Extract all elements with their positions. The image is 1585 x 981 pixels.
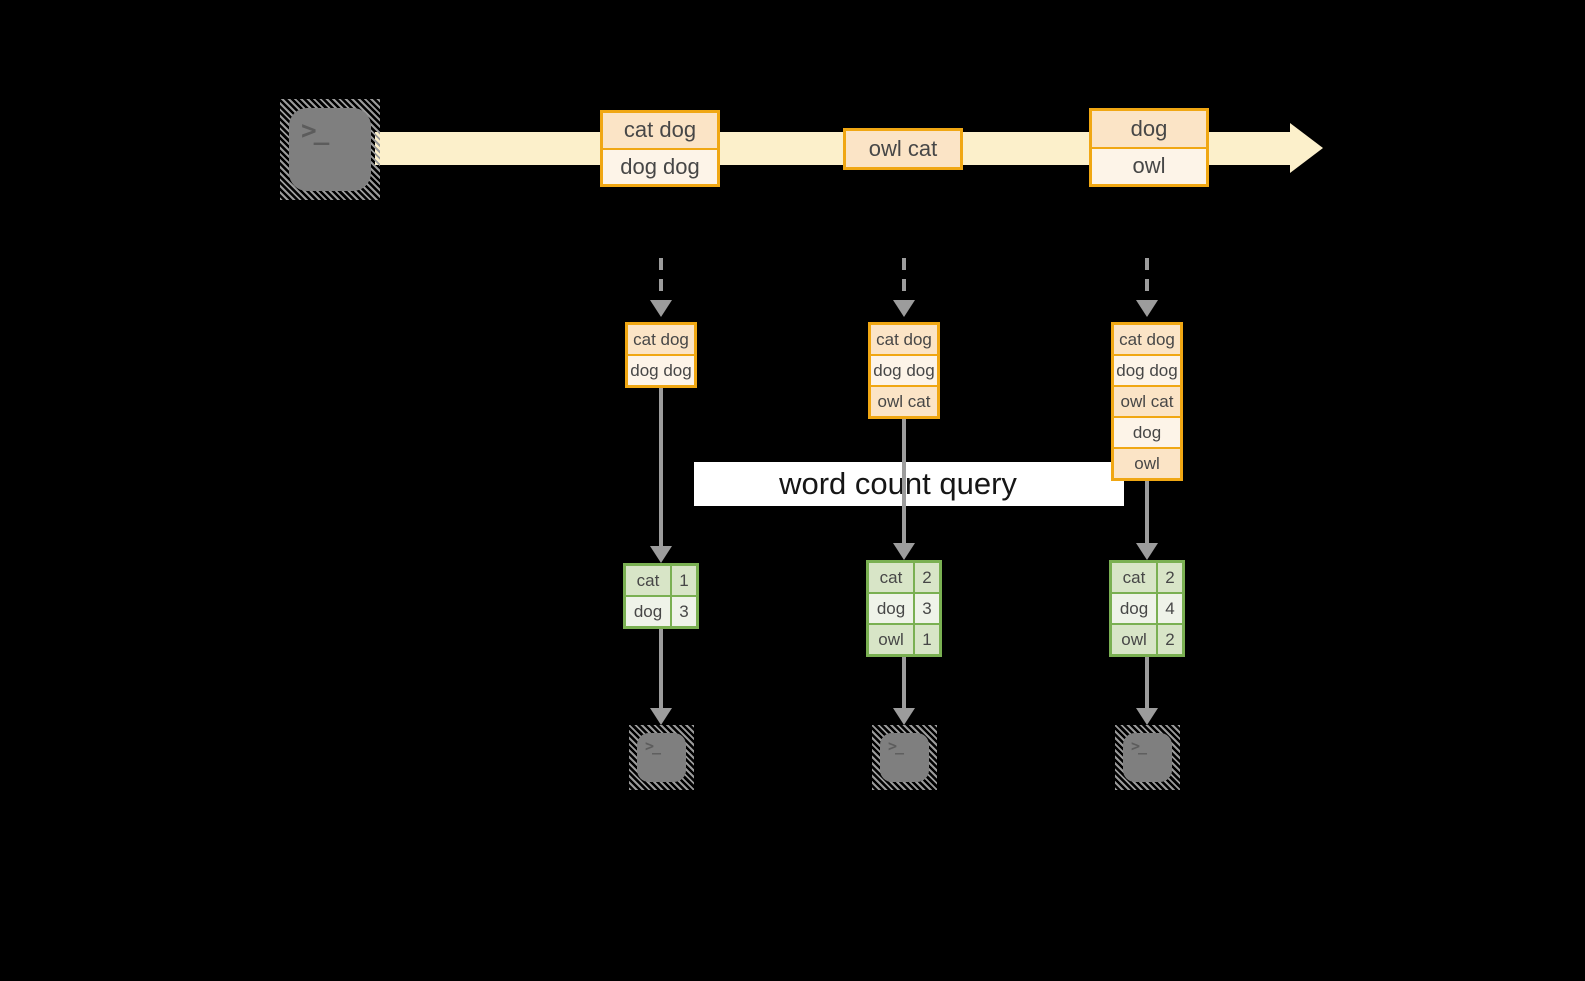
terminal-prompt-glyph: >_ [301, 116, 329, 146]
stream-event-cell: owl [1092, 148, 1206, 184]
sink-terminal-icon: >_ [872, 725, 937, 790]
count-cell: 2 [1158, 625, 1182, 654]
count-cell: 2 [1158, 563, 1182, 592]
stream-event-cell: owl cat [846, 131, 960, 167]
dashed-arrow-head-icon [1136, 300, 1158, 317]
count-cell: 4 [1158, 594, 1182, 623]
dashed-arrow-line [1145, 258, 1149, 300]
arrow-head-icon [650, 546, 672, 563]
dashed-arrow-head-icon [893, 300, 915, 317]
stream-event-box: owl cat [843, 128, 963, 170]
terminal-prompt-glyph: >_ [888, 737, 904, 755]
terminal-prompt-glyph: >_ [645, 737, 661, 755]
connector-line [1145, 657, 1149, 708]
connector-line [659, 629, 663, 708]
dashed-arrow-line [659, 258, 663, 300]
state-cell: owl [1114, 449, 1180, 478]
sink-terminal-icon: >_ [1115, 725, 1180, 790]
sink-terminal-icon: >_ [629, 725, 694, 790]
dashed-arrow-line [902, 258, 906, 300]
state-cell: cat dog [871, 325, 937, 354]
terminal-screen: >_ [289, 108, 371, 191]
arrow-head-icon [650, 708, 672, 725]
count-cell: 3 [672, 597, 696, 626]
state-cell: dog dog [871, 356, 937, 385]
count-cell: 3 [915, 594, 939, 623]
dashed-arrow-head-icon [650, 300, 672, 317]
count-cell: 1 [672, 566, 696, 595]
source-terminal-icon: >_ [280, 99, 380, 200]
connector-line [1145, 481, 1149, 543]
word-cell: owl [869, 625, 913, 654]
state-cell: owl cat [1114, 387, 1180, 416]
terminal-prompt-glyph: >_ [1131, 737, 1147, 755]
state-cell: dog dog [628, 356, 694, 385]
arrow-head-icon [893, 543, 915, 560]
state-cell: cat dog [1114, 325, 1180, 354]
word-cell: dog [869, 594, 913, 623]
word-cell: cat [1112, 563, 1156, 592]
word-cell: cat [626, 566, 670, 595]
stream-arrowhead-icon [1290, 123, 1323, 173]
terminal-screen: >_ [637, 733, 686, 782]
word-cell: cat [869, 563, 913, 592]
terminal-screen: >_ [1123, 733, 1172, 782]
count-cell: 1 [915, 625, 939, 654]
connector-line [902, 419, 906, 543]
terminal-screen: >_ [880, 733, 929, 782]
count-cell: 2 [915, 563, 939, 592]
stream-event-cell: cat dog [603, 113, 717, 148]
arrow-head-icon [1136, 708, 1158, 725]
state-cell: cat dog [628, 325, 694, 354]
connector-line [902, 657, 906, 708]
query-banner: word count query [694, 462, 1124, 506]
stream-event-cell: dog dog [603, 149, 717, 184]
state-cell: dog [1114, 418, 1180, 447]
word-cell: dog [626, 597, 670, 626]
word-cell: owl [1112, 625, 1156, 654]
query-banner-label: word count query [779, 466, 1017, 501]
word-cell: dog [1112, 594, 1156, 623]
arrow-head-icon [893, 708, 915, 725]
state-cell: owl cat [871, 387, 937, 416]
arrow-head-icon [1136, 543, 1158, 560]
stream-event-cell: dog [1092, 111, 1206, 147]
connector-line [659, 388, 663, 546]
state-cell: dog dog [1114, 356, 1180, 385]
